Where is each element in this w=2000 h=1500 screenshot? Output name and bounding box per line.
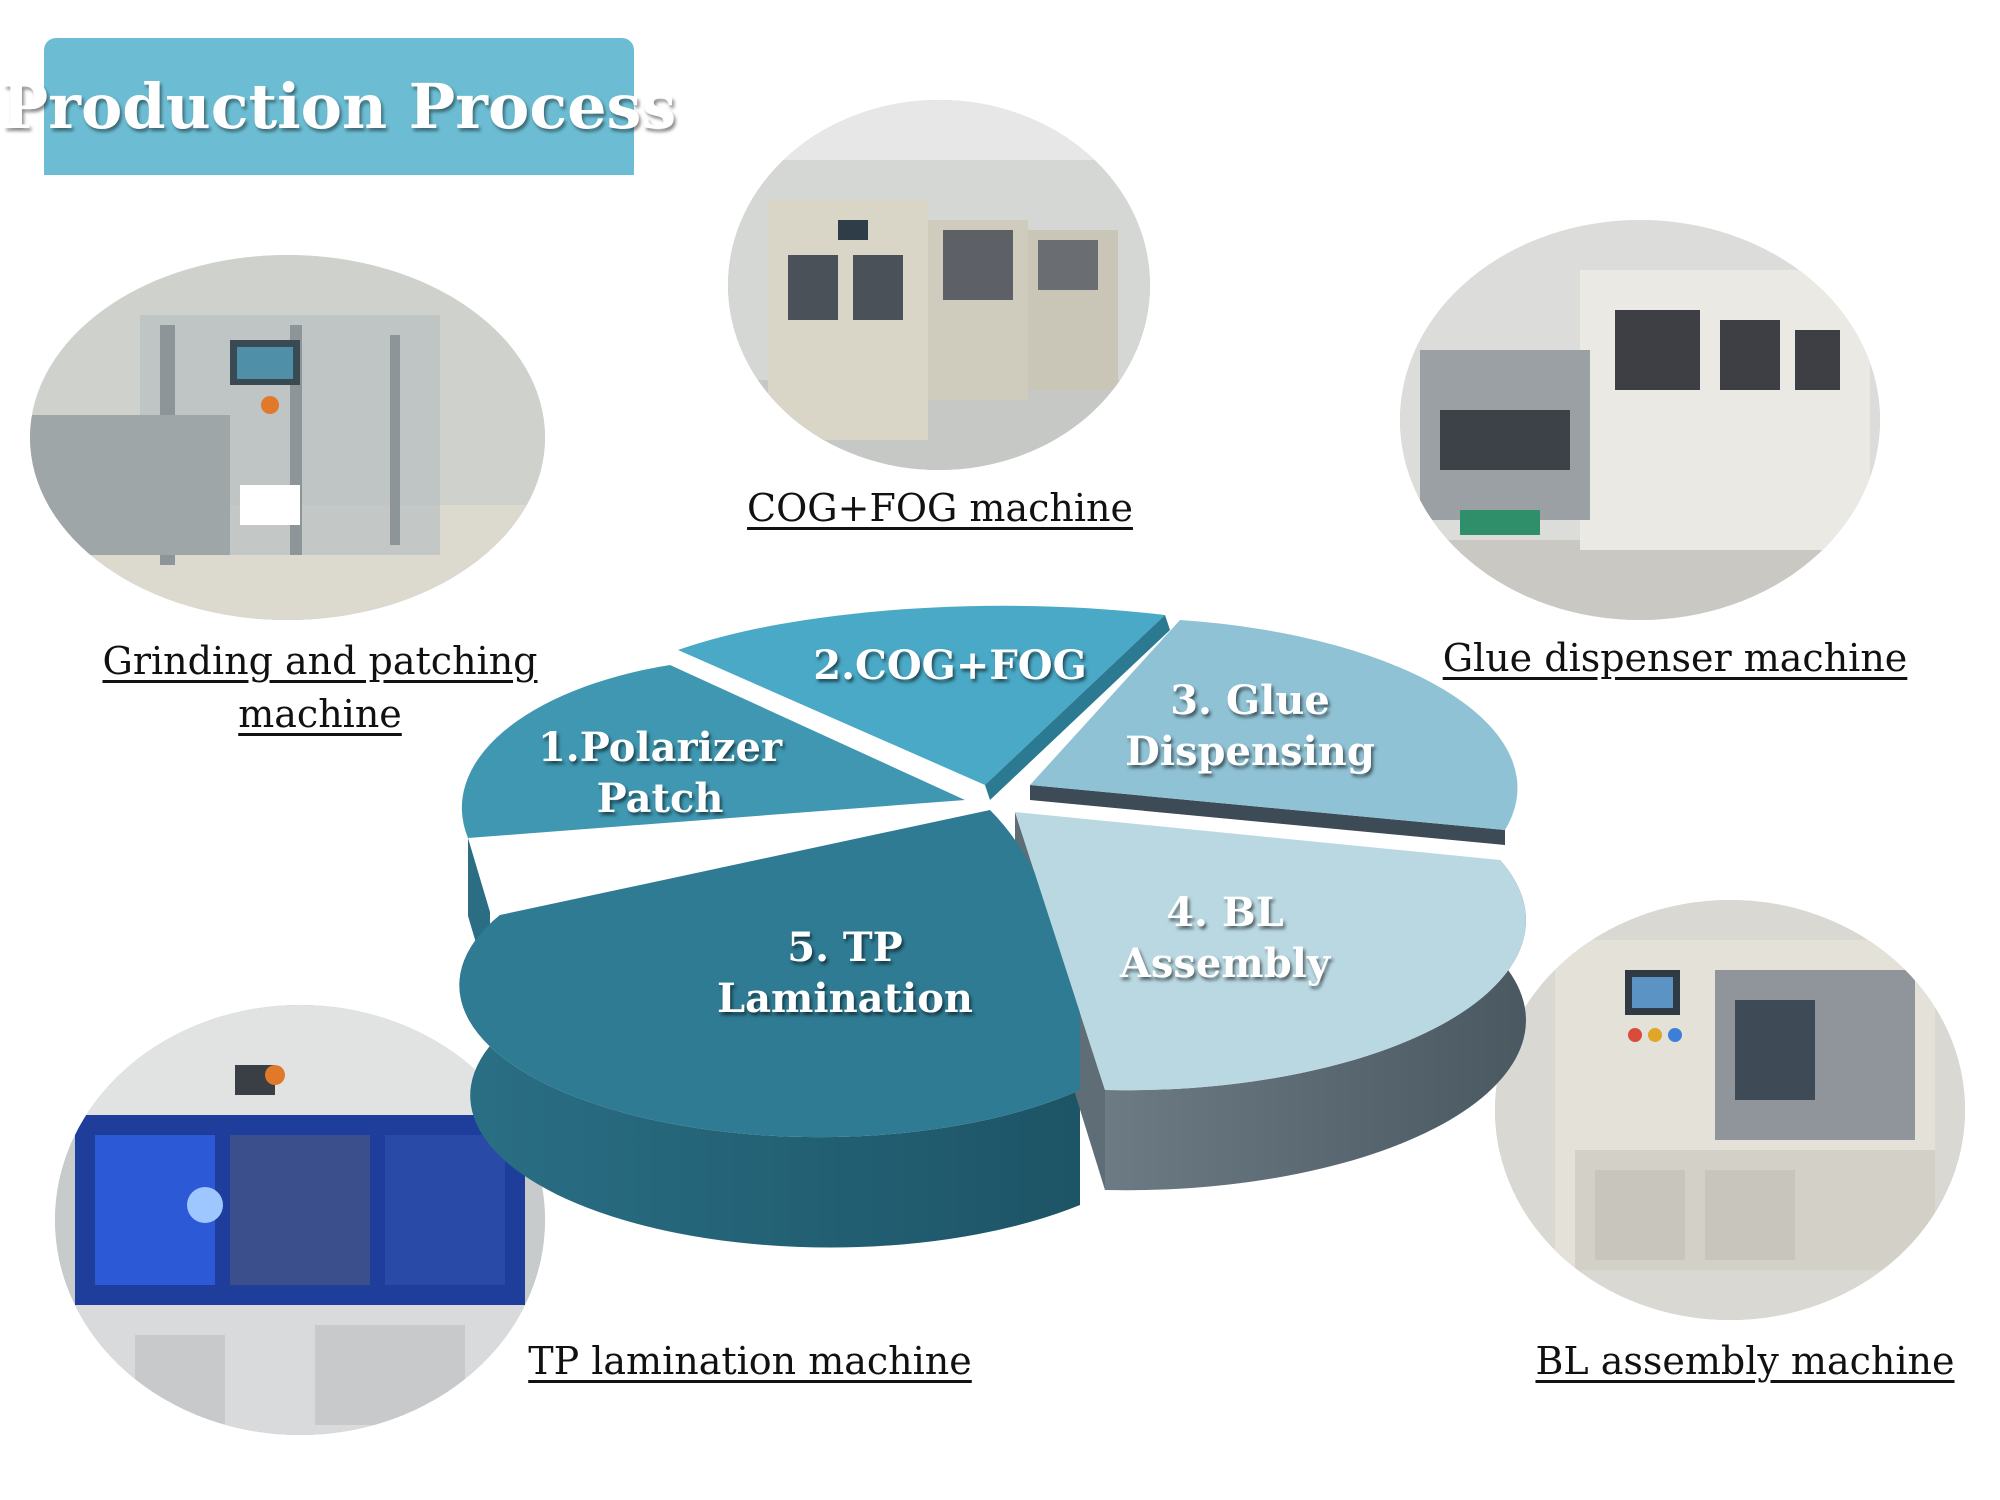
slice-1-top [461,665,965,838]
cog-fog-caption: COG+FOG machine [747,486,1133,530]
slice-2-top [678,605,1165,785]
slice-2-label-line1: 2.COG+FOG [813,642,1087,689]
slice-4-label-line2: Assembly [1119,940,1331,988]
title-banner: Production Process [2,38,676,175]
slice-4-side [1105,860,1526,1191]
slice-3-label-line1: 3. Glue [1170,677,1330,724]
slice-5-label-line2: Lamination [717,975,973,1023]
slice-1-label-line2: Patch [596,775,724,823]
slice-4-top [1015,812,1526,1091]
slice-3-label-line2: Dispensing [1125,728,1375,776]
slice-4-label: 4. BL Assembly [1085,887,1365,989]
slice-3-side [1030,785,1505,845]
slice-5-top [459,810,1081,1138]
grinding-patching-machine-photo [30,255,545,620]
tp-lamination-caption: TP lamination machine [528,1339,972,1383]
slice-1-label: 1.Polarizer Patch [520,722,800,824]
page-title: Production Process [1,70,677,143]
bl-assembly-machine-photo [1495,900,1965,1320]
tp-lamination-machine-photo [55,1005,545,1435]
grinding-patching-caption-line1: Grinding and patching [102,639,538,683]
grinding-patching-caption-line2: machine [238,692,402,737]
glue-dispenser-caption: Glue dispenser machine [1442,636,1908,680]
slice-2-label: 2.COG+FOG [810,640,1090,691]
bl-assembly-caption: BL assembly machine [1535,1339,1955,1383]
slice-3-label: 3. Glue Dispensing [1110,675,1390,777]
slice-1-label-line1: 1.Polarizer [537,724,783,771]
slice-2-side [985,615,1170,800]
slice-4-label-line1: 4. BL [1166,889,1284,936]
grinding-patching-caption: Grinding and patching machine [80,635,560,741]
slice-5-label: 5. TP Lamination [705,922,985,1024]
slice-5-label-line1: 5. TP [787,924,903,971]
slice-3-top [1030,620,1518,830]
slice-5-side [459,915,1081,1248]
